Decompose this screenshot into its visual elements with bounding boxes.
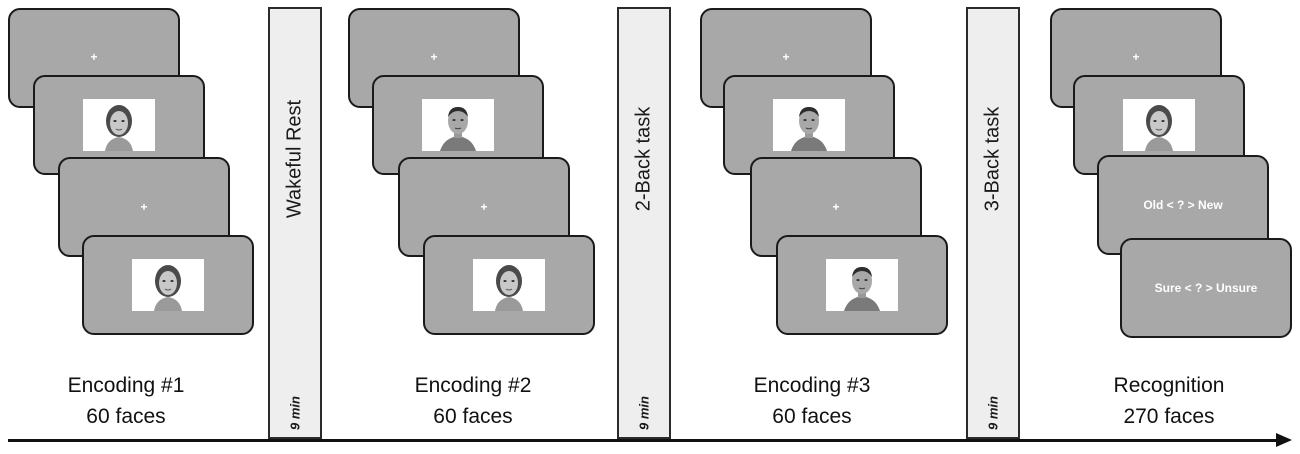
interval-duration: 9 min (636, 396, 652, 430)
interval-label: Wakeful Rest (283, 99, 306, 219)
female-face-icon (83, 99, 155, 151)
confidence-prompt-screen: Sure < ? > Unsure (1120, 238, 1292, 338)
phase-title: Encoding #1 (67, 374, 185, 397)
phase-count: 60 faces (433, 405, 513, 428)
phase-label-encoding-3: Encoding #3 60 faces (692, 370, 932, 432)
interval-bar-2-back: 2-Back task 9 min (617, 7, 671, 439)
interval-bar-wakeful-rest: Wakeful Rest 9 min (268, 7, 322, 439)
male-face-icon (773, 99, 845, 151)
phase-title: Recognition (1113, 374, 1225, 397)
face-screen (423, 235, 595, 335)
phase-label-encoding-2: Encoding #2 60 faces (353, 370, 593, 432)
fixation-cross-icon: + (1132, 50, 1140, 65)
old-new-prompt: Old < ? > New (1143, 198, 1223, 212)
fixation-cross-icon: + (782, 50, 790, 65)
interval-duration: 9 min (287, 396, 303, 430)
interval-duration: 9 min (985, 396, 1001, 430)
face-screen (82, 235, 254, 335)
female-face-icon (473, 259, 545, 311)
phase-count: 270 faces (1123, 405, 1215, 428)
phase-label-encoding-1: Encoding #1 60 faces (6, 370, 246, 432)
timeline-arrow-icon (1276, 433, 1292, 447)
phase-label-recognition: Recognition 270 faces (1049, 370, 1289, 432)
phase-count: 60 faces (772, 405, 852, 428)
phase-count: 60 faces (86, 405, 166, 428)
phase-title: Encoding #2 (414, 374, 532, 397)
phase-title: Encoding #3 (753, 374, 871, 397)
interval-label: 2-Back task (632, 106, 655, 212)
fixation-cross-icon: + (430, 50, 438, 65)
fixation-cross-icon: + (832, 200, 840, 214)
timeline-axis (8, 439, 1280, 442)
female-face-icon (1123, 99, 1195, 151)
fixation-cross-icon: + (480, 200, 488, 214)
confidence-prompt: Sure < ? > Unsure (1154, 281, 1258, 295)
fixation-cross-icon: + (90, 50, 98, 65)
fixation-cross-icon: + (140, 200, 148, 214)
male-face-icon (422, 99, 494, 151)
female-face-icon (132, 259, 204, 311)
interval-bar-3-back: 3-Back task 9 min (966, 7, 1020, 439)
face-screen (776, 235, 948, 335)
interval-label: 3-Back task (981, 106, 1004, 212)
male-face-icon (826, 259, 898, 311)
